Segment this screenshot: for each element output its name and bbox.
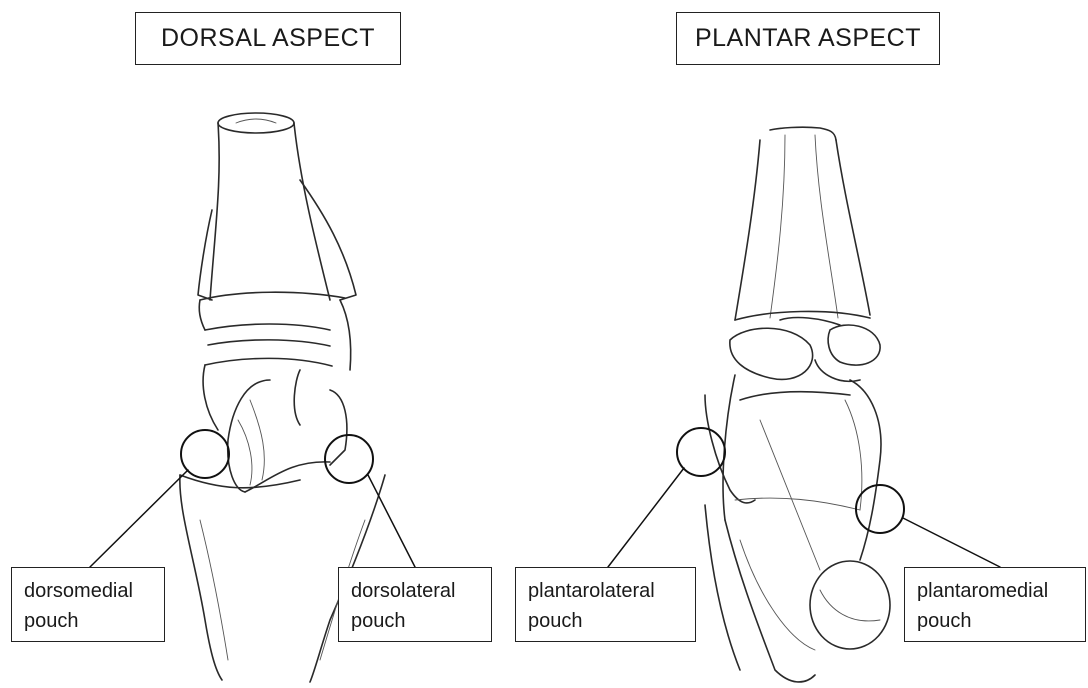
plantar-bone-drawing: [705, 127, 890, 682]
dorsolateral-line1: dorsolateral: [351, 576, 491, 606]
dorsolateral-line2: pouch: [351, 606, 491, 636]
dorsolateral-pouch-label: dorsolateral pouch: [338, 567, 492, 642]
plantarolateral-leader-line: [608, 468, 684, 567]
dorsolateral-leader-line: [368, 475, 415, 567]
dorsomedial-line2: pouch: [24, 606, 164, 636]
plantarolateral-pouch-label: plantarolateral pouch: [515, 567, 696, 642]
dorsolateral-pouch-marker: [325, 435, 373, 483]
plantaromedial-pouch-marker: [856, 485, 904, 533]
plantaromedial-pouch-label: plantaromedial pouch: [904, 567, 1086, 642]
plantaromedial-line1: plantaromedial: [917, 576, 1085, 606]
dorsomedial-line1: dorsomedial: [24, 576, 164, 606]
dorsomedial-pouch-label: dorsomedial pouch: [11, 567, 165, 642]
dorsomedial-leader-line: [90, 470, 188, 567]
plantaromedial-line2: pouch: [917, 606, 1085, 636]
plantarolateral-line1: plantarolateral: [528, 576, 695, 606]
plantarolateral-line2: pouch: [528, 606, 695, 636]
plantaromedial-leader-line: [903, 518, 1000, 567]
